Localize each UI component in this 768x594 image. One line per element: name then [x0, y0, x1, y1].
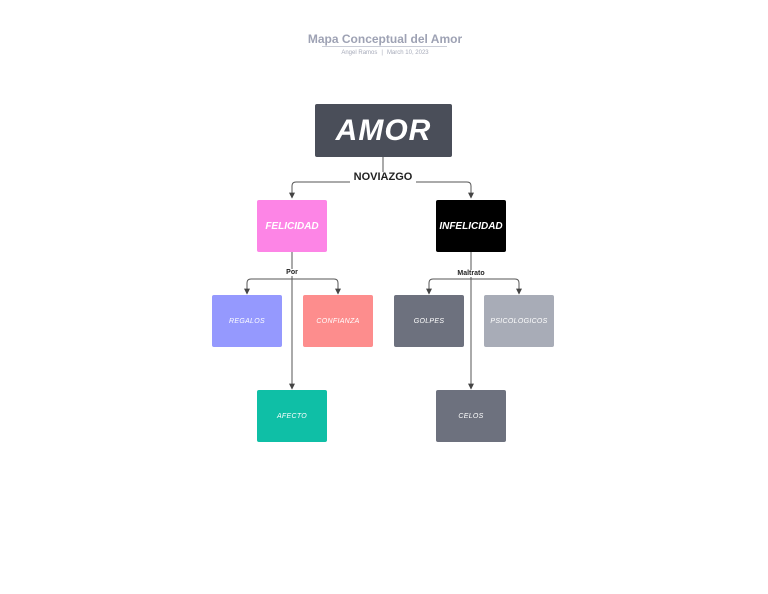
node-psicologicos[interactable]: PSICOLOGICOS — [484, 295, 554, 347]
edge-left-confianza — [292, 278, 341, 295]
node-infelicidad[interactable]: INFELICIDAD — [436, 200, 506, 252]
edge-root-left — [289, 181, 383, 199]
node-felicidad[interactable]: FELICIDAD — [257, 200, 327, 252]
edge-left-regalos — [244, 278, 292, 295]
edge-label-por: Por — [282, 269, 302, 276]
node-regalos[interactable]: REGALOS — [212, 295, 282, 347]
edge-label-noviazgo: NOVIAZGO — [350, 172, 416, 183]
node-golpes[interactable]: GOLPES — [394, 295, 464, 347]
node-afecto[interactable]: AFECTO — [257, 390, 327, 442]
title-underline — [322, 46, 447, 47]
edge-right-golpes — [426, 278, 471, 295]
node-amor[interactable]: AMOR — [315, 104, 452, 157]
document-title: Mapa Conceptual del Amor — [307, 32, 463, 46]
author-name: Angel Ramos — [341, 50, 378, 56]
node-celos[interactable]: CELOS — [436, 390, 506, 442]
meta-separator: | — [381, 50, 383, 56]
document-meta: Angel Ramos|March 10, 2023 — [0, 50, 768, 56]
edge-label-maltrato: Maltrato — [452, 270, 490, 277]
node-confianza[interactable]: CONFIANZA — [303, 295, 373, 347]
edge-right-psicologicos — [471, 278, 522, 295]
document-date: March 10, 2023 — [386, 50, 429, 56]
edge-root-right — [383, 181, 474, 199]
